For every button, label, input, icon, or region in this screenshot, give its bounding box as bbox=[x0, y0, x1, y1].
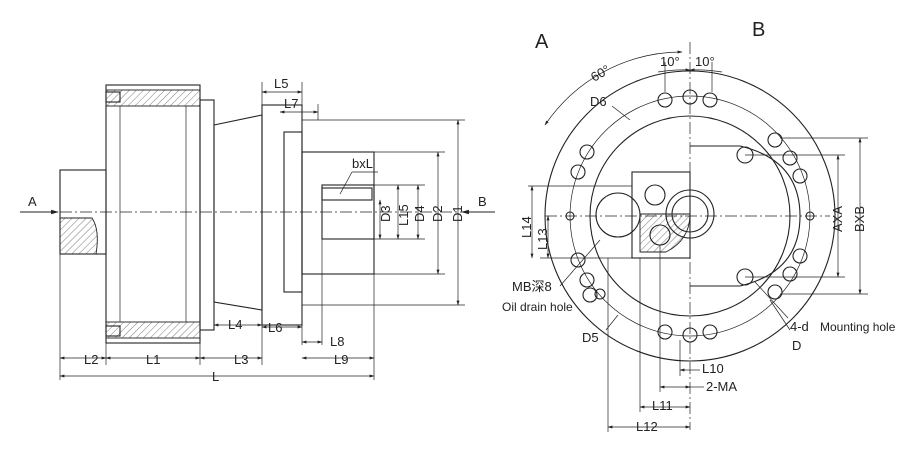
dim-l10: L10 bbox=[702, 361, 724, 376]
dim-d2: D2 bbox=[430, 205, 445, 222]
dim-l7: L7 bbox=[284, 96, 298, 111]
dim-bxb: BXB bbox=[852, 206, 867, 232]
tapered-body bbox=[213, 114, 263, 311]
dim-l14: L14 bbox=[519, 216, 534, 238]
angle-60: 60° bbox=[588, 62, 613, 85]
dim-l6: L6 bbox=[268, 320, 282, 335]
dim-d5: D5 bbox=[582, 330, 599, 345]
dim-d3: D3 bbox=[378, 205, 393, 222]
dim-l3: L3 bbox=[234, 352, 248, 367]
dim-l15: L15 bbox=[396, 204, 411, 226]
front-label-a: A bbox=[535, 31, 549, 53]
shaft-end bbox=[321, 184, 375, 240]
bore-section bbox=[639, 213, 691, 253]
rear-boss-section bbox=[59, 217, 98, 255]
mb-hole bbox=[595, 192, 641, 238]
dim-l4: L4 bbox=[228, 317, 242, 332]
angle-10-right: 10° bbox=[695, 54, 715, 69]
dim-2-ma: 2-MA bbox=[706, 379, 737, 394]
label-oil-drain: Oil drain hole bbox=[502, 300, 573, 314]
dim-l1: L1 bbox=[146, 352, 160, 367]
dim-bxl: bxL bbox=[352, 156, 373, 171]
dim-d6: D6 bbox=[590, 94, 607, 109]
dim-l5: L5 bbox=[274, 76, 288, 91]
label-mounting-hole: Mounting hole bbox=[820, 320, 896, 334]
angle-arc-60 bbox=[544, 50, 683, 126]
dim-d: D bbox=[792, 338, 801, 353]
keyway bbox=[321, 187, 373, 201]
dim-l13: L13 bbox=[535, 228, 550, 250]
dim-l2: L2 bbox=[84, 352, 98, 367]
dim-l12: L12 bbox=[636, 419, 658, 434]
dim-d4: D4 bbox=[412, 205, 427, 222]
dim-l11: L11 bbox=[652, 398, 673, 413]
bolt-holes bbox=[565, 89, 815, 343]
dim-l: L bbox=[212, 369, 219, 384]
bolt-circle bbox=[569, 95, 811, 337]
bolt-head-top bbox=[105, 91, 121, 103]
angle-10-left: 10° bbox=[660, 54, 680, 69]
side-label-a: A bbox=[28, 194, 37, 209]
bolt-head-bottom bbox=[105, 325, 121, 337]
label-mb: MB深8 bbox=[512, 279, 552, 294]
side-label-b: B bbox=[478, 194, 487, 209]
label-4-d: 4-d bbox=[790, 319, 809, 334]
dim-l8: L8 bbox=[330, 334, 344, 349]
inner-circle bbox=[589, 115, 791, 317]
dim-l9: L9 bbox=[334, 352, 348, 367]
dim-d1: D1 bbox=[450, 205, 465, 222]
side-view: A B D1 D2 D4 bbox=[20, 76, 495, 384]
front-label-b: B bbox=[752, 19, 765, 41]
front-view: A B bbox=[502, 19, 896, 434]
dim-axa: AXA bbox=[830, 206, 845, 232]
flange bbox=[199, 99, 215, 331]
